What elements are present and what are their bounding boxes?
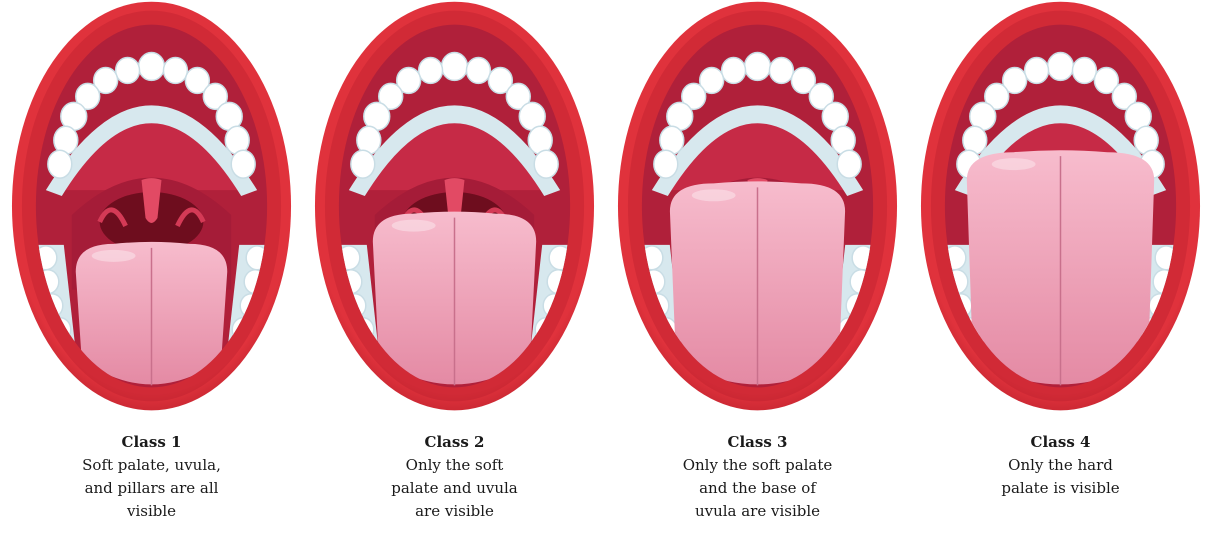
upper-tooth bbox=[722, 58, 746, 84]
upper-tooth bbox=[231, 150, 255, 178]
panel-class-2: Class 2 Only the soft palate and uvula a… bbox=[303, 0, 606, 535]
upper-tooth bbox=[466, 58, 490, 84]
class-title: Class 1 bbox=[0, 432, 303, 452]
panel-class-3: Class 3 Only the soft palate and the bas… bbox=[606, 0, 909, 535]
upper-tooth bbox=[48, 150, 72, 178]
class-description: Soft palate, uvula, and pillars are all … bbox=[77, 454, 227, 523]
caption-class-4: Class 4 Only the hard palate is visible bbox=[909, 432, 1212, 500]
upper-tooth bbox=[1048, 53, 1074, 81]
upper-tooth bbox=[534, 150, 558, 178]
upper-tooth bbox=[116, 58, 140, 84]
panel-class-4: Class 4 Only the hard palate is visible bbox=[909, 0, 1212, 535]
upper-tooth bbox=[769, 58, 793, 84]
upper-tooth bbox=[654, 150, 678, 178]
class-title: Class 2 bbox=[303, 432, 606, 452]
panel-class-1: Class 1 Soft palate, uvula, and pillars … bbox=[0, 0, 303, 535]
mouth-illustration-class-4 bbox=[911, 0, 1210, 420]
class-title: Class 4 bbox=[909, 432, 1212, 452]
upper-tooth bbox=[351, 150, 375, 178]
upper-tooth bbox=[1072, 58, 1096, 84]
class-description: Only the soft palate and uvula are visib… bbox=[380, 454, 530, 523]
class-title: Class 3 bbox=[606, 432, 909, 452]
upper-tooth bbox=[442, 53, 468, 81]
mouth-illustration-class-2 bbox=[305, 0, 604, 420]
upper-tooth bbox=[837, 150, 861, 178]
tongue-highlight bbox=[992, 158, 1036, 170]
tongue-highlight bbox=[692, 189, 736, 201]
class-description: Only the soft palate and the base of uvu… bbox=[668, 454, 848, 523]
class-description: Only the hard palate is visible bbox=[986, 454, 1136, 500]
caption-class-3: Class 3 Only the soft palate and the bas… bbox=[606, 432, 909, 523]
upper-tooth bbox=[1025, 58, 1049, 84]
caption-class-1: Class 1 Soft palate, uvula, and pillars … bbox=[0, 432, 303, 523]
mouth-illustration-class-3 bbox=[608, 0, 907, 420]
caption-class-2: Class 2 Only the soft palate and uvula a… bbox=[303, 432, 606, 523]
upper-tooth bbox=[419, 58, 443, 84]
mouth-illustration-class-1 bbox=[2, 0, 301, 420]
upper-tooth bbox=[139, 53, 165, 81]
upper-tooth bbox=[163, 58, 187, 84]
tongue-highlight bbox=[92, 250, 136, 262]
upper-tooth bbox=[745, 53, 771, 81]
tongue-highlight bbox=[392, 220, 436, 232]
